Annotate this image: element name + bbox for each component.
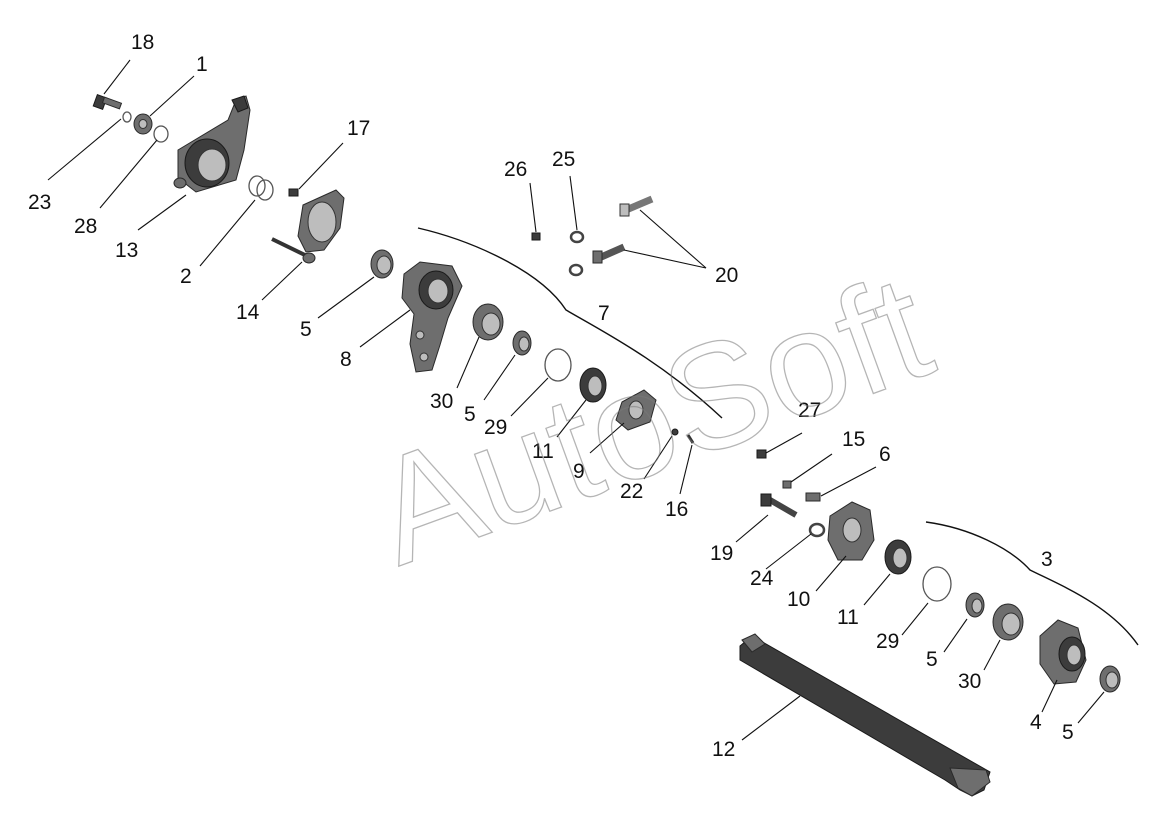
callout-24: 24	[750, 567, 774, 590]
part-bracket-8	[401, 261, 463, 373]
part-clamp	[297, 189, 345, 253]
part-bushing-5a	[370, 249, 394, 279]
callout-1: 1	[196, 53, 208, 76]
part-washer-25a	[569, 230, 585, 244]
callout-14: 14	[236, 301, 260, 324]
callout-2: 2	[180, 265, 192, 288]
callout-8: 8	[340, 348, 352, 371]
callout-16: 16	[665, 498, 688, 521]
part-washer-23	[122, 111, 132, 123]
callout-20: 20	[715, 264, 738, 287]
callout-29b: 29	[876, 630, 899, 653]
part-oring-29a	[544, 348, 572, 382]
callout-5a: 5	[300, 318, 312, 341]
callout-29a: 29	[484, 416, 507, 439]
part-bolt-19	[760, 493, 798, 518]
callout-9: 9	[573, 460, 585, 483]
callout-18: 18	[131, 31, 154, 54]
callout-11a: 11	[532, 440, 554, 463]
callout-17: 17	[347, 117, 370, 140]
callout-7: 7	[598, 302, 610, 325]
parts-group	[92, 94, 1121, 797]
callout-19: 19	[710, 542, 733, 565]
part-bolt-6	[805, 492, 821, 502]
assembly-brace-3	[925, 521, 1139, 646]
part-pin-14	[271, 237, 316, 264]
part-bushing-5c	[965, 592, 985, 618]
part-washer-24	[808, 522, 826, 538]
callout-labels: 18 1 23 28 13 2 17 14 5 8 30 5 29 11 9 7…	[28, 31, 1074, 761]
callout-13: 13	[115, 239, 138, 262]
callout-15: 15	[842, 428, 865, 451]
part-rings-2	[248, 175, 274, 201]
callout-27: 27	[798, 399, 821, 422]
part-nipple-27	[756, 449, 767, 459]
part-ring-11a	[579, 367, 607, 403]
part-ring-11b	[884, 539, 912, 575]
callout-28: 28	[74, 215, 97, 238]
part-bolt-17	[288, 188, 299, 197]
callout-11b: 11	[837, 606, 859, 629]
leader-lines	[47, 59, 1105, 741]
callout-3: 3	[1041, 548, 1053, 571]
part-plate-9	[615, 389, 657, 431]
part-seal-30b	[992, 603, 1024, 641]
callout-22: 22	[620, 480, 643, 503]
callout-30a: 30	[430, 390, 453, 413]
assembly-brace-7	[417, 227, 723, 419]
callout-12: 12	[712, 738, 735, 761]
callout-26: 26	[504, 158, 527, 181]
callout-6: 6	[879, 443, 891, 466]
part-nut-1	[133, 113, 153, 135]
part-bolt-20a	[619, 195, 654, 217]
callout-5d: 5	[1062, 721, 1074, 744]
callout-10: 10	[787, 588, 810, 611]
callout-25: 25	[552, 148, 575, 171]
part-pin-16	[686, 434, 695, 444]
part-bolt-20b	[592, 243, 626, 264]
part-oring-29b	[922, 566, 952, 602]
part-bolt-18	[92, 94, 123, 110]
part-plug-15	[782, 480, 792, 489]
part-flange-10	[827, 501, 875, 561]
part-washer-25b	[568, 263, 584, 277]
part-bolt-26	[531, 232, 541, 241]
callout-23: 23	[28, 191, 51, 214]
part-housing-13	[173, 95, 251, 193]
callout-5b: 5	[464, 403, 476, 426]
part-seal-30a	[472, 303, 504, 341]
callout-5c: 5	[926, 648, 938, 671]
part-ring-28	[153, 125, 169, 143]
callout-30b: 30	[958, 670, 981, 693]
part-housing-4	[1039, 619, 1087, 685]
part-bushing-5b	[512, 330, 532, 356]
part-pin-22	[671, 428, 679, 436]
callout-4: 4	[1030, 711, 1042, 734]
part-camshaft-12	[739, 633, 991, 797]
part-bushing-5d	[1099, 665, 1121, 693]
